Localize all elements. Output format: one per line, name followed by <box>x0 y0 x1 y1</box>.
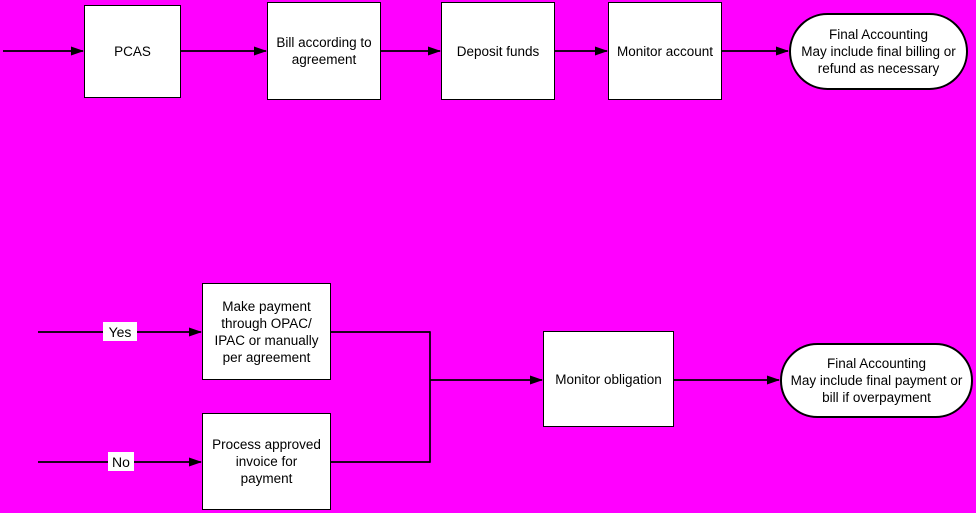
node-monitor-obligation: Monitor obligation <box>543 331 674 427</box>
node-label-line: May include final billing or <box>801 44 956 59</box>
node-process-approved-invoice: Process approved invoice for payment <box>202 413 331 510</box>
node-deposit-funds: Deposit funds <box>441 2 555 100</box>
node-monitor-account: Monitor account <box>608 2 722 100</box>
node-label-line: Final Accounting <box>828 27 929 42</box>
node-label: PCAS <box>114 44 151 59</box>
node-bill-according-to-agreement: Bill according to agreement <box>267 2 381 100</box>
node-label-line: IPAC or manually <box>214 332 319 348</box>
node-label-line: invoice for <box>235 454 298 469</box>
node-label-line: Make payment <box>222 298 311 314</box>
node-label: Monitor account <box>616 43 714 59</box>
node-label-line: Process approved <box>212 437 321 452</box>
node-pcas: PCAS <box>84 5 181 98</box>
node-label-line: refund as necessary <box>817 61 940 76</box>
branch-label-no: No <box>108 452 134 471</box>
node-label-line: Bill according to <box>276 35 372 50</box>
node-label-line: agreement <box>291 52 357 67</box>
branch-label-text: No <box>112 453 130 470</box>
terminator-final-accounting-payment: Final Accounting May include final payme… <box>780 343 973 418</box>
node-make-payment-opac-ipac: Make payment through OPAC/ IPAC or manua… <box>202 283 331 380</box>
node-label-line: payment <box>240 471 293 486</box>
node-label-line: per agreement <box>222 349 311 365</box>
node-label-line: through OPAC/ <box>221 315 312 331</box>
branch-label-yes: Yes <box>103 322 137 341</box>
node-label-line: bill if overpayment <box>822 390 931 405</box>
node-label: Monitor obligation <box>555 371 662 387</box>
node-label-line: May include final payment or <box>790 373 963 388</box>
terminator-final-accounting-billing: Final Accounting May include final billi… <box>789 13 968 90</box>
node-label-line: Final Accounting <box>826 356 927 371</box>
node-label: Deposit funds <box>456 43 540 59</box>
branch-label-text: Yes <box>108 323 132 340</box>
